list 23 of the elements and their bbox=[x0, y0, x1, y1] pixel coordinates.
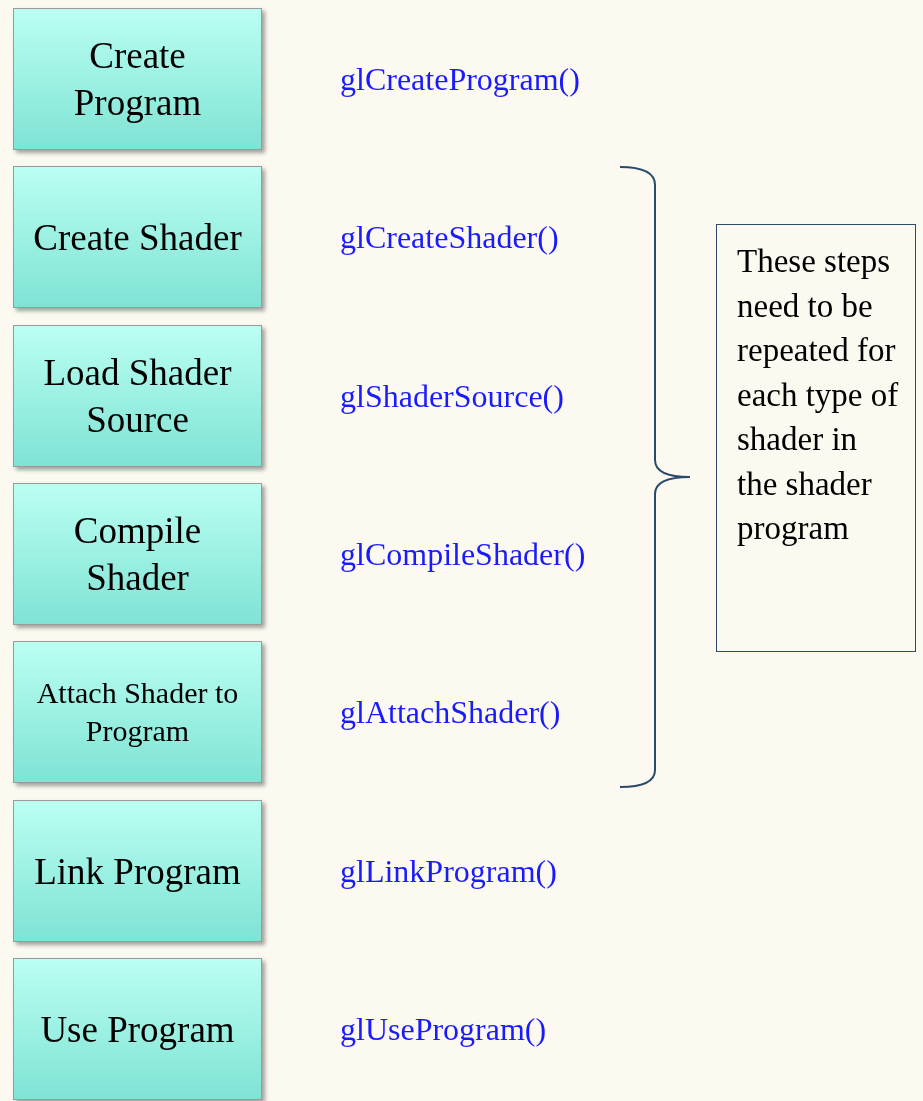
function-name: glShaderSource() bbox=[340, 377, 564, 415]
function-name: glCreateProgram() bbox=[340, 60, 580, 98]
step-label: Create Shader bbox=[32, 215, 243, 260]
process-box bbox=[13, 958, 262, 1100]
step-label: Use Program bbox=[39, 1007, 236, 1052]
process-box bbox=[13, 483, 262, 625]
function-name: glCompileShader() bbox=[340, 535, 586, 573]
step-label: Create Program bbox=[72, 34, 203, 125]
note-text: These steps need to be repeated for each type of shader in the shader program bbox=[737, 242, 900, 548]
process-box bbox=[13, 325, 262, 467]
process-box bbox=[13, 800, 262, 942]
step-label: Compile Shader bbox=[72, 509, 203, 600]
function-name: glCreateShader() bbox=[340, 218, 559, 256]
process-box bbox=[13, 641, 262, 783]
function-name: glLinkProgram() bbox=[340, 852, 557, 890]
process-box bbox=[13, 8, 262, 150]
step-label: Link Program bbox=[33, 849, 242, 894]
step-label: Attach Shader to Program bbox=[35, 675, 240, 749]
function-name: glAttachShader() bbox=[340, 693, 561, 731]
function-name: glUseProgram() bbox=[340, 1010, 547, 1048]
step-label: Load Shader Source bbox=[42, 351, 233, 442]
note-box bbox=[716, 224, 916, 652]
process-box bbox=[13, 166, 262, 308]
